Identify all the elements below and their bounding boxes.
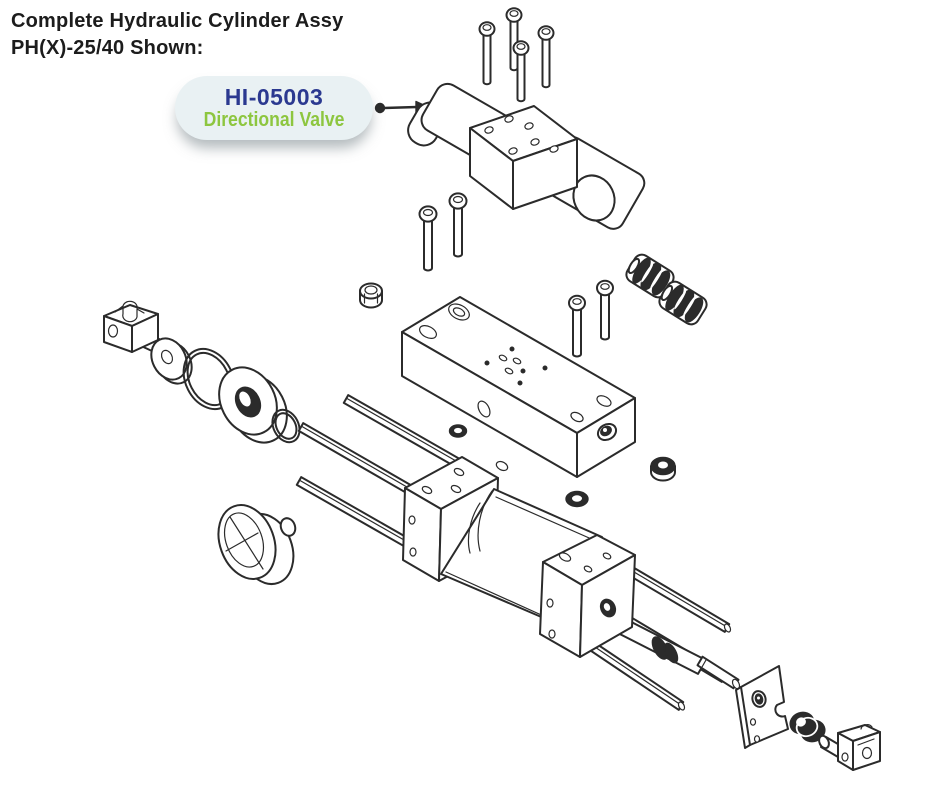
part-name-label: Directional Valve xyxy=(203,109,345,132)
manifold-bolts-drawing xyxy=(568,279,614,358)
rod-washer-drawing xyxy=(150,337,193,385)
rear-head-drawing xyxy=(539,534,636,658)
hex-nut-drawing xyxy=(650,456,676,482)
piston-cap-drawing xyxy=(217,504,297,585)
rear-clevis-drawing xyxy=(818,724,881,771)
valve-screws-lower-drawing xyxy=(418,192,468,272)
manifold-gasket-holes xyxy=(484,346,548,386)
directional-valve-drawing xyxy=(407,82,646,230)
part-number-label: HI-05003 xyxy=(224,83,324,110)
mount-plate-drawing xyxy=(735,665,789,749)
valve-screws-top-drawing xyxy=(478,7,555,103)
title-line-1: Complete Hydraulic Cylinder Assy xyxy=(11,10,344,32)
valve-port-holes xyxy=(484,115,559,155)
title-line-2: PH(X)-25/40 Shown: xyxy=(11,37,204,59)
bushing-drawing xyxy=(789,711,826,743)
hex-plug-drawing xyxy=(359,282,383,309)
part-callout-badge: HI-05003 Directional Valve xyxy=(175,76,373,140)
small-o-ring-drawing xyxy=(271,408,301,444)
manifold-block-drawing xyxy=(401,296,636,478)
port-o-rings-drawing xyxy=(448,424,589,508)
hydraulic-fittings-drawing xyxy=(625,253,708,326)
